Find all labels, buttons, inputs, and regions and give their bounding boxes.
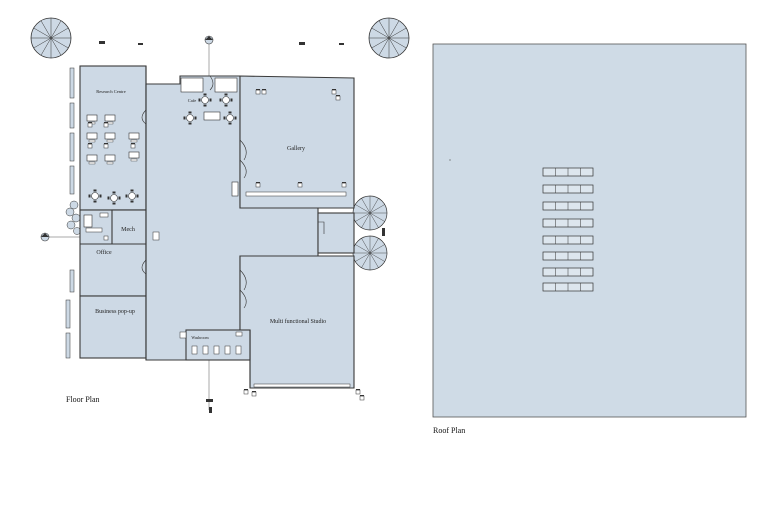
roof-plan-caption: Roof Plan <box>433 426 466 435</box>
washroom-fixtures <box>179 331 243 355</box>
tree-icon <box>30 17 72 59</box>
office-furniture <box>83 212 160 241</box>
label-business-popup: Business pop-up <box>95 309 135 315</box>
roof-outline <box>432 43 747 418</box>
corridor <box>317 212 355 254</box>
gallery-furniture <box>231 88 347 197</box>
label-mech: Mech <box>121 227 135 233</box>
room-gallery <box>239 75 355 209</box>
tree-icon <box>352 195 388 231</box>
label-gallery: Gallery <box>287 146 305 152</box>
floor-plan: Research Centre Cafe Gallery Mech Office… <box>30 17 410 413</box>
label-research-centre: Research Centre <box>96 89 126 94</box>
tree-icon <box>368 17 410 59</box>
door-swings <box>141 75 325 309</box>
floor-plan-caption: Floor Plan <box>66 395 100 404</box>
window-strips <box>65 67 75 359</box>
tree-icon <box>352 235 388 271</box>
section-marker-left <box>40 232 50 242</box>
room-business <box>79 295 147 359</box>
label-office: Office <box>96 249 112 256</box>
label-cafe: Cafe <box>188 98 197 103</box>
studio-furniture <box>243 383 365 401</box>
roof-plan <box>432 43 747 418</box>
label-washroom: Washroom <box>191 335 209 340</box>
shrubs <box>65 200 81 235</box>
section-marker-top <box>204 35 214 45</box>
cafe-furniture <box>180 77 238 125</box>
label-multi-functional-studio: Multi functional Studio <box>270 318 326 325</box>
